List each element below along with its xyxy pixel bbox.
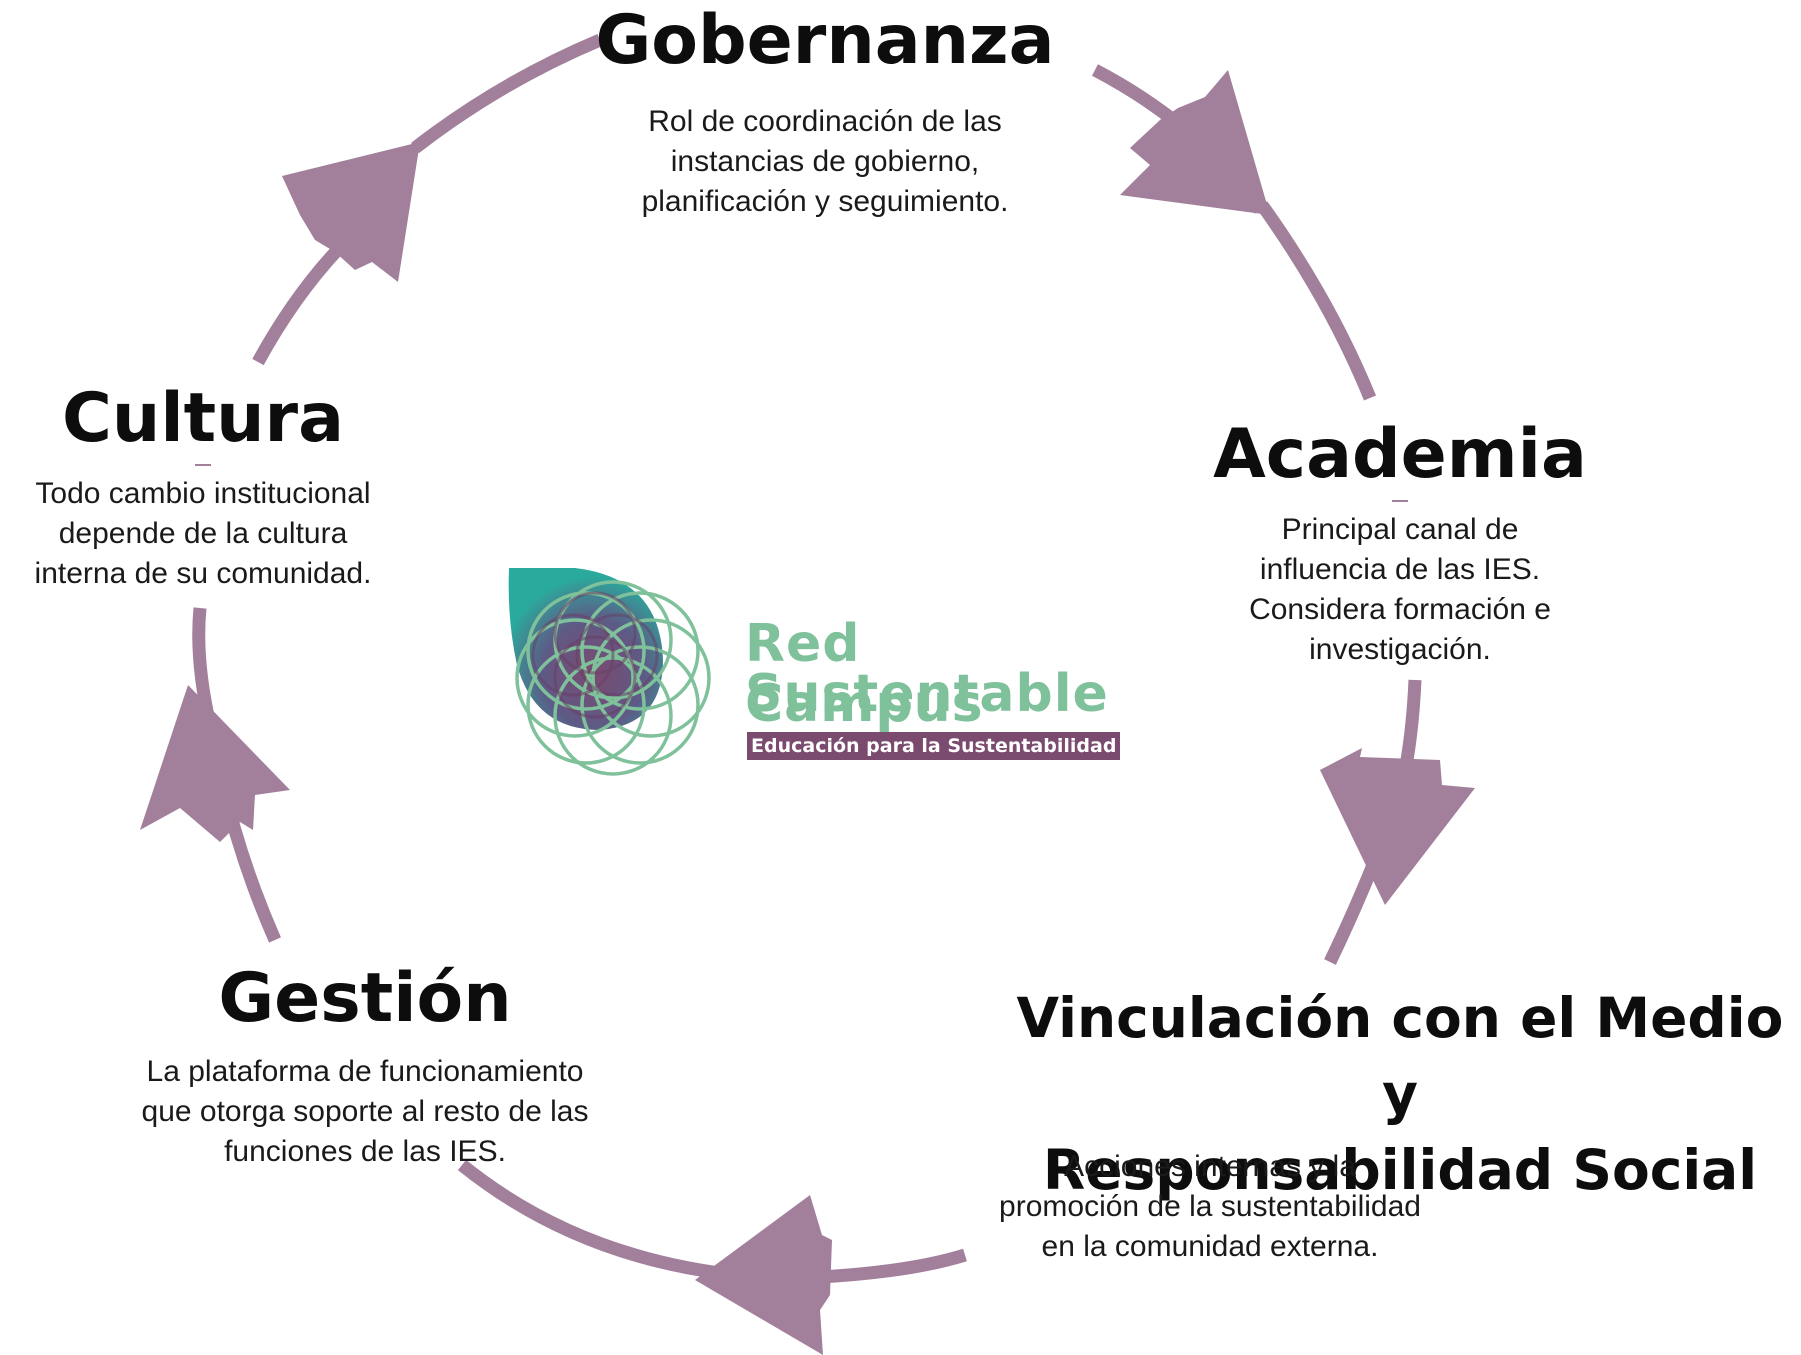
- desc-line: La plataforma de funcionamiento: [146, 1055, 584, 1089]
- flower-emblem-icon: [508, 568, 711, 776]
- node-title: Academia: [1213, 415, 1587, 494]
- arrowhead-to-academia: [1120, 70, 1270, 215]
- logo-tagline: Educación para la Sustentabilidad: [747, 732, 1121, 760]
- logo-title-line-2: Sustentable: [745, 664, 1109, 724]
- node-vinculacion-description: Acciones internas y la promoción de la s…: [960, 1147, 1460, 1267]
- arrowhead-to-cultura: [140, 685, 290, 842]
- node-cultura: Cultura Todo cambio institucional depend…: [8, 379, 398, 594]
- arc-academia-vinculacion-2: [1324, 857, 1382, 965]
- node-description: Todo cambio institucional depende de la …: [8, 474, 398, 594]
- node-description: Acciones internas y la promoción de la s…: [960, 1147, 1460, 1267]
- desc-line: Acciones internas y la: [1064, 1150, 1356, 1183]
- node-description: La plataforma de funcionamiento que otor…: [105, 1052, 625, 1172]
- node-vinculacion: Vinculación con el Medio y Responsabilid…: [1000, 980, 1800, 1208]
- red-campus-logo: Red Campus Sustentable Educación para la…: [495, 560, 1121, 810]
- desc-line: funciones de las IES.: [224, 1135, 506, 1169]
- desc-line: depende de la cultura: [58, 517, 348, 551]
- desc-line: promoción de la sustentabilidad: [999, 1190, 1421, 1223]
- desc-line: Principal canal de: [1281, 513, 1519, 547]
- desc-line: que otorga soporte al resto de las: [141, 1095, 589, 1129]
- node-description: Principal canal de influencia de las IES…: [1180, 510, 1620, 670]
- desc-line: interna de su comunidad.: [34, 557, 372, 591]
- logo-title-line-1: Red Campus: [745, 614, 984, 734]
- node-title: Gestión: [218, 959, 512, 1038]
- node-description: Rol de coordinación de las instancias de…: [540, 102, 1110, 222]
- title-line: Responsabilidad Social: [1042, 1138, 1758, 1202]
- arc-gobernanza-academia-2: [1256, 201, 1377, 401]
- node-gobernanza: Gobernanza Rol de coordinación de las in…: [540, 1, 1110, 222]
- desc-line: planificación y seguimiento.: [641, 185, 1009, 219]
- node-title: Gobernanza: [595, 1, 1055, 80]
- desc-line: instancias de gobierno,: [670, 145, 980, 179]
- node-title: Cultura: [62, 379, 344, 458]
- desc-line: influencia de las IES.: [1259, 553, 1541, 587]
- node-academia: Academia Principal canal de influencia d…: [1180, 415, 1620, 670]
- desc-line: Rol de coordinación de las: [648, 105, 1002, 139]
- desc-line: Todo cambio institucional: [35, 477, 371, 511]
- node-gestion: Gestión La plataforma de funcionamiento …: [105, 959, 625, 1172]
- arrowhead-to-cultura-gobernanza: [282, 142, 420, 282]
- arrowhead-to-vinculacion: [1320, 748, 1475, 905]
- title-line: Vinculación con el Medio y: [1016, 986, 1784, 1126]
- arrowhead-to-gestion: [695, 1195, 832, 1355]
- title-divider: [195, 464, 211, 467]
- desc-line: en la comunidad externa.: [1041, 1230, 1379, 1263]
- arc-cultura-gobernanza-2: [411, 34, 603, 154]
- arc-vinculacion-gestion: [819, 1248, 967, 1284]
- arc-vinculacion-gestion-2: [457, 1159, 746, 1283]
- title-divider: [1392, 500, 1408, 503]
- desc-line: investigación.: [1309, 633, 1491, 667]
- desc-line: Considera formación e: [1249, 593, 1551, 627]
- node-title: Vinculación con el Medio y Responsabilid…: [1000, 980, 1800, 1208]
